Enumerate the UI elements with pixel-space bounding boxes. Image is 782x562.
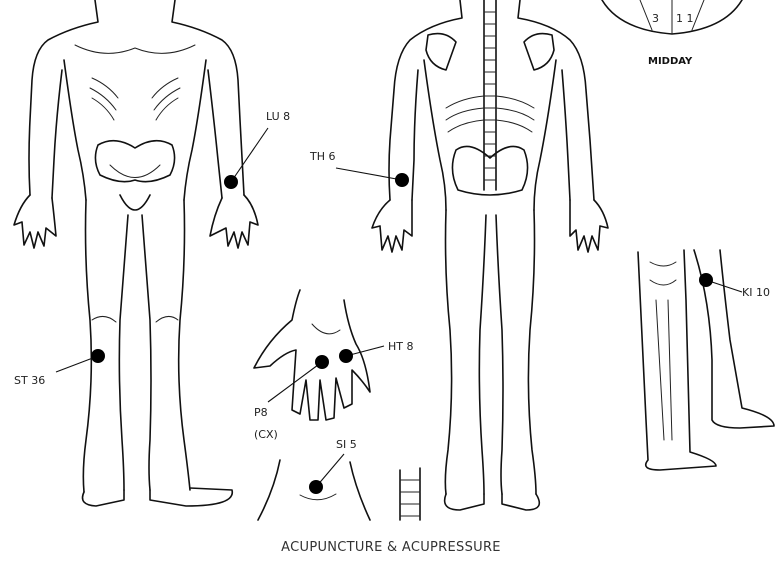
- st36-point: [91, 349, 105, 363]
- lu8-point: [224, 175, 238, 189]
- ht8-point: [339, 349, 353, 363]
- back-body-figure: [372, 0, 608, 510]
- front-body-figure: [14, 0, 258, 506]
- clock-numeral-3: 3: [652, 12, 659, 25]
- p8-label: P8: [254, 406, 268, 419]
- si5-label: SI 5: [336, 438, 357, 451]
- clock-label-midday: MIDDAY: [648, 56, 693, 67]
- th6-leader-line: [336, 168, 402, 180]
- chart-drawing: 3 1 1 MIDDAY LU 8 TH 6 ST 36 HT 8 P8 (CX…: [0, 0, 782, 540]
- ki10-point: [699, 273, 713, 287]
- lu8-leader-line: [231, 128, 268, 182]
- ki10-label: KI 10: [742, 286, 770, 299]
- si5-point: [309, 480, 323, 494]
- clock-numeral-11: 1 1: [676, 12, 694, 25]
- ankle-inset-figure: [258, 460, 420, 520]
- lu8-label: LU 8: [266, 110, 290, 123]
- organ-clock: 3 1 1 MIDDAY: [602, 0, 742, 67]
- ht8-label: HT 8: [388, 340, 414, 353]
- chart-caption: ACUPUNCTURE & ACUPRESSURE: [0, 540, 782, 555]
- p8-point: [315, 355, 329, 369]
- th6-point: [395, 173, 409, 187]
- th6-label: TH 6: [309, 150, 336, 163]
- p8-cx-label: (CX): [254, 428, 278, 441]
- st36-label: ST 36: [14, 374, 45, 387]
